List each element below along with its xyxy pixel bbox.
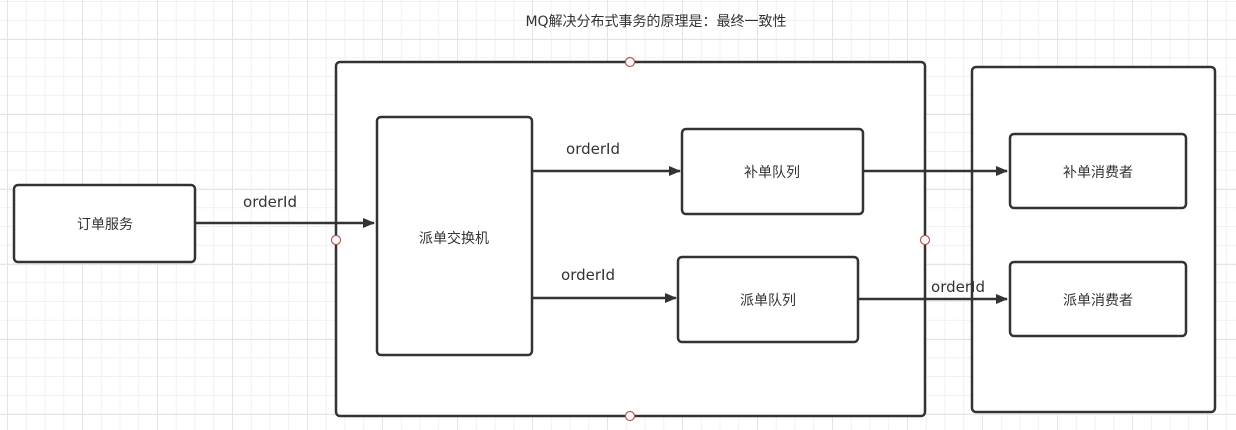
handle-bottom[interactable]: [624, 410, 636, 422]
consumer-container[interactable]: [970, 65, 1217, 414]
compensation-consumer-label: 补单消费者: [1063, 165, 1133, 181]
dispatch-consumer-label: 派单消费者: [1063, 293, 1133, 309]
dispatch-consumer-node[interactable]: [1008, 260, 1188, 338]
dispatch-exchange-node[interactable]: [375, 115, 534, 357]
edge-label-dispatch-queue-to-consumer: orderId: [931, 278, 985, 296]
dispatch-queue-node[interactable]: [676, 255, 860, 344]
handle-right[interactable]: [919, 234, 931, 246]
handle-top[interactable]: [624, 56, 636, 68]
order-service-node[interactable]: [12, 183, 197, 264]
compensation-queue-label: 补单队列: [744, 165, 800, 181]
edge-label-exchange-to-comp-queue: orderId: [566, 140, 620, 158]
compensation-consumer-node[interactable]: [1008, 132, 1188, 210]
edge-label-order-to-exchange: orderId: [243, 193, 297, 211]
edge-label-exchange-to-dispatch-queue: orderId: [561, 266, 615, 284]
order-service-label: 订单服务: [77, 217, 133, 233]
dispatch-queue-label: 派单队列: [740, 293, 796, 309]
compensation-queue-node[interactable]: [680, 127, 865, 216]
dispatch-exchange-label: 派单交换机: [419, 231, 489, 247]
handle-left[interactable]: [330, 234, 342, 246]
diagram-title: MQ解决分布式事务的原理是：最终一致性: [525, 14, 787, 30]
